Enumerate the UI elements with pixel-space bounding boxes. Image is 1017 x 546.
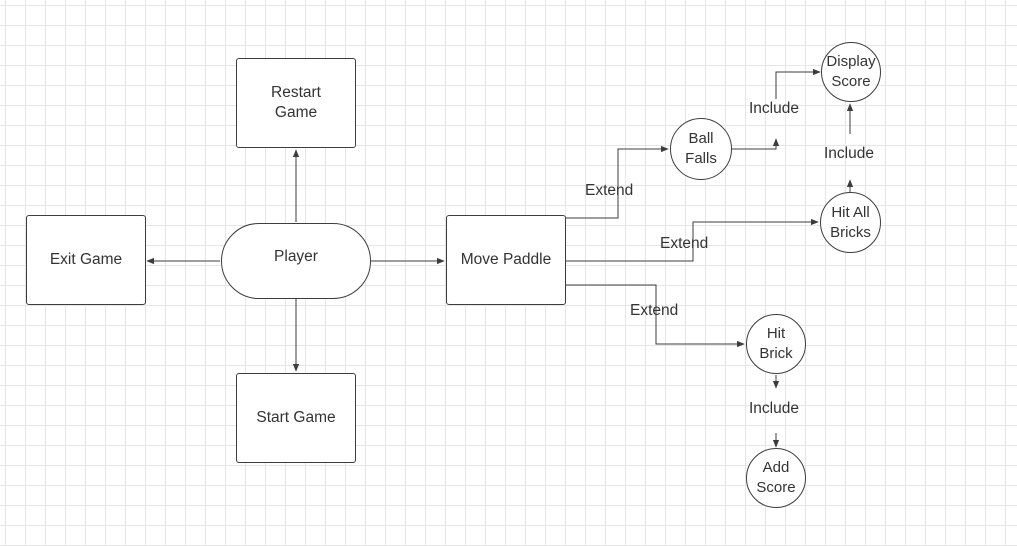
display-score-label: Display Score: [826, 52, 875, 92]
display-score-line2: Score: [831, 73, 871, 90]
edge-include-ball-display: [730, 138, 780, 150]
ball-falls-label: Ball Falls: [685, 129, 717, 169]
add-score-circle[interactable]: Add Score: [746, 448, 806, 508]
move-paddle-box[interactable]: Move Paddle: [446, 215, 566, 305]
hit-brick-line2: Brick: [759, 345, 793, 362]
edge-extend-ball-falls: [566, 145, 669, 219]
include-label-ball-display: Include: [749, 100, 799, 117]
add-score-label: Add Score: [756, 458, 795, 498]
hit-all-bricks-line2: Bricks: [830, 223, 871, 241]
player-label: Player: [274, 248, 318, 265]
add-score-line2: Score: [756, 479, 796, 496]
restart-game-line1: Restart: [271, 84, 321, 101]
add-score-line1: Add: [762, 459, 790, 476]
move-paddle-label: Move Paddle: [460, 251, 552, 268]
include-label-hitbrick-add: Include: [749, 400, 799, 417]
edge-extend-hit-all-bricks: [566, 218, 819, 262]
ball-falls-line2: Falls: [685, 150, 717, 167]
display-score-circle[interactable]: Display Score: [821, 42, 881, 102]
extend-label-hit-brick: Extend: [630, 302, 679, 319]
include-label-hitall-display: Include: [824, 145, 874, 162]
exit-game-label: Exit Game: [49, 251, 123, 268]
hit-brick-line1: Hit: [766, 325, 786, 342]
hit-all-bricks-line1: Hit All: [831, 203, 870, 221]
display-score-line1: Display: [826, 53, 876, 70]
hit-brick-circle[interactable]: Hit Brick: [746, 314, 806, 374]
hit-brick-label: Hit Brick: [759, 324, 792, 364]
exit-game-box[interactable]: Exit Game: [26, 215, 146, 305]
start-game-box[interactable]: Start Game: [236, 373, 356, 463]
hit-all-bricks-circle[interactable]: Hit All Bricks: [820, 192, 881, 253]
restart-game-label: Restart Game: [271, 83, 321, 123]
edge-include-ball-display-top: [775, 68, 821, 99]
extend-label-hit-all-bricks: Extend: [660, 235, 709, 252]
start-game-label: Start Game: [256, 409, 336, 426]
ball-falls-circle[interactable]: Ball Falls: [670, 118, 732, 180]
player-actor[interactable]: Player: [221, 223, 371, 299]
restart-game-line2: Game: [274, 104, 318, 121]
restart-game-box[interactable]: Restart Game: [236, 58, 356, 148]
ball-falls-line1: Ball: [688, 130, 714, 147]
extend-label-ball-falls: Extend: [585, 182, 634, 199]
hit-all-bricks-label: Hit All Bricks: [830, 203, 871, 243]
edge-extend-hit-brick: [566, 284, 745, 348]
